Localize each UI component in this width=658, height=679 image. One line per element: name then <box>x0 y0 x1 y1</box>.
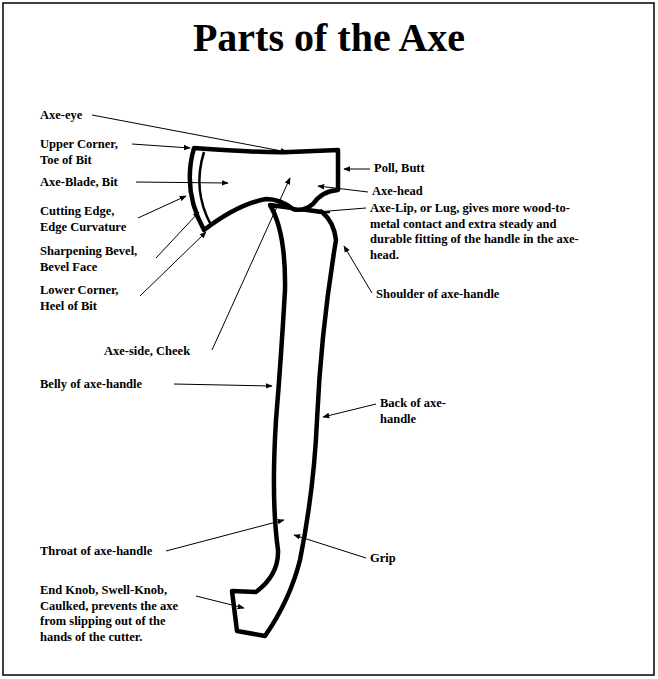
part-label: Grip <box>370 551 430 567</box>
part-label: Poll, Butt <box>374 161 474 177</box>
leader-lines <box>92 115 376 608</box>
part-label: Axe-Lip, or Lug, gives more wood-to-meta… <box>370 201 590 263</box>
part-label: Axe-head <box>372 184 472 200</box>
part-label: End Knob, Swell-Knob, Caulked, prevents … <box>40 583 200 645</box>
part-label: Axe-side, Cheek <box>104 344 224 360</box>
axe-handle <box>232 205 336 636</box>
part-label: Upper Corner, Toe of Bit <box>40 137 135 168</box>
part-label: Belly of axe-handle <box>40 377 180 393</box>
part-label: Back of axe-handle <box>380 396 470 427</box>
part-label: Axe-Blade, Bit <box>40 175 140 191</box>
part-label: Shoulder of axe-handle <box>376 287 506 303</box>
bevel-line <box>199 152 211 225</box>
page-border <box>3 3 654 675</box>
part-label: Throat of axe-handle <box>40 544 170 560</box>
axe-head <box>190 148 338 230</box>
part-label: Sharpening Bevel, Bevel Face <box>40 244 162 275</box>
part-label: Cutting Edge, Edge Curvature <box>40 204 144 235</box>
part-label: Axe-eye <box>40 108 130 124</box>
part-label: Lower Corner, Heel of Bit <box>40 283 142 314</box>
diagram-title: Parts of the Axe <box>0 14 658 61</box>
